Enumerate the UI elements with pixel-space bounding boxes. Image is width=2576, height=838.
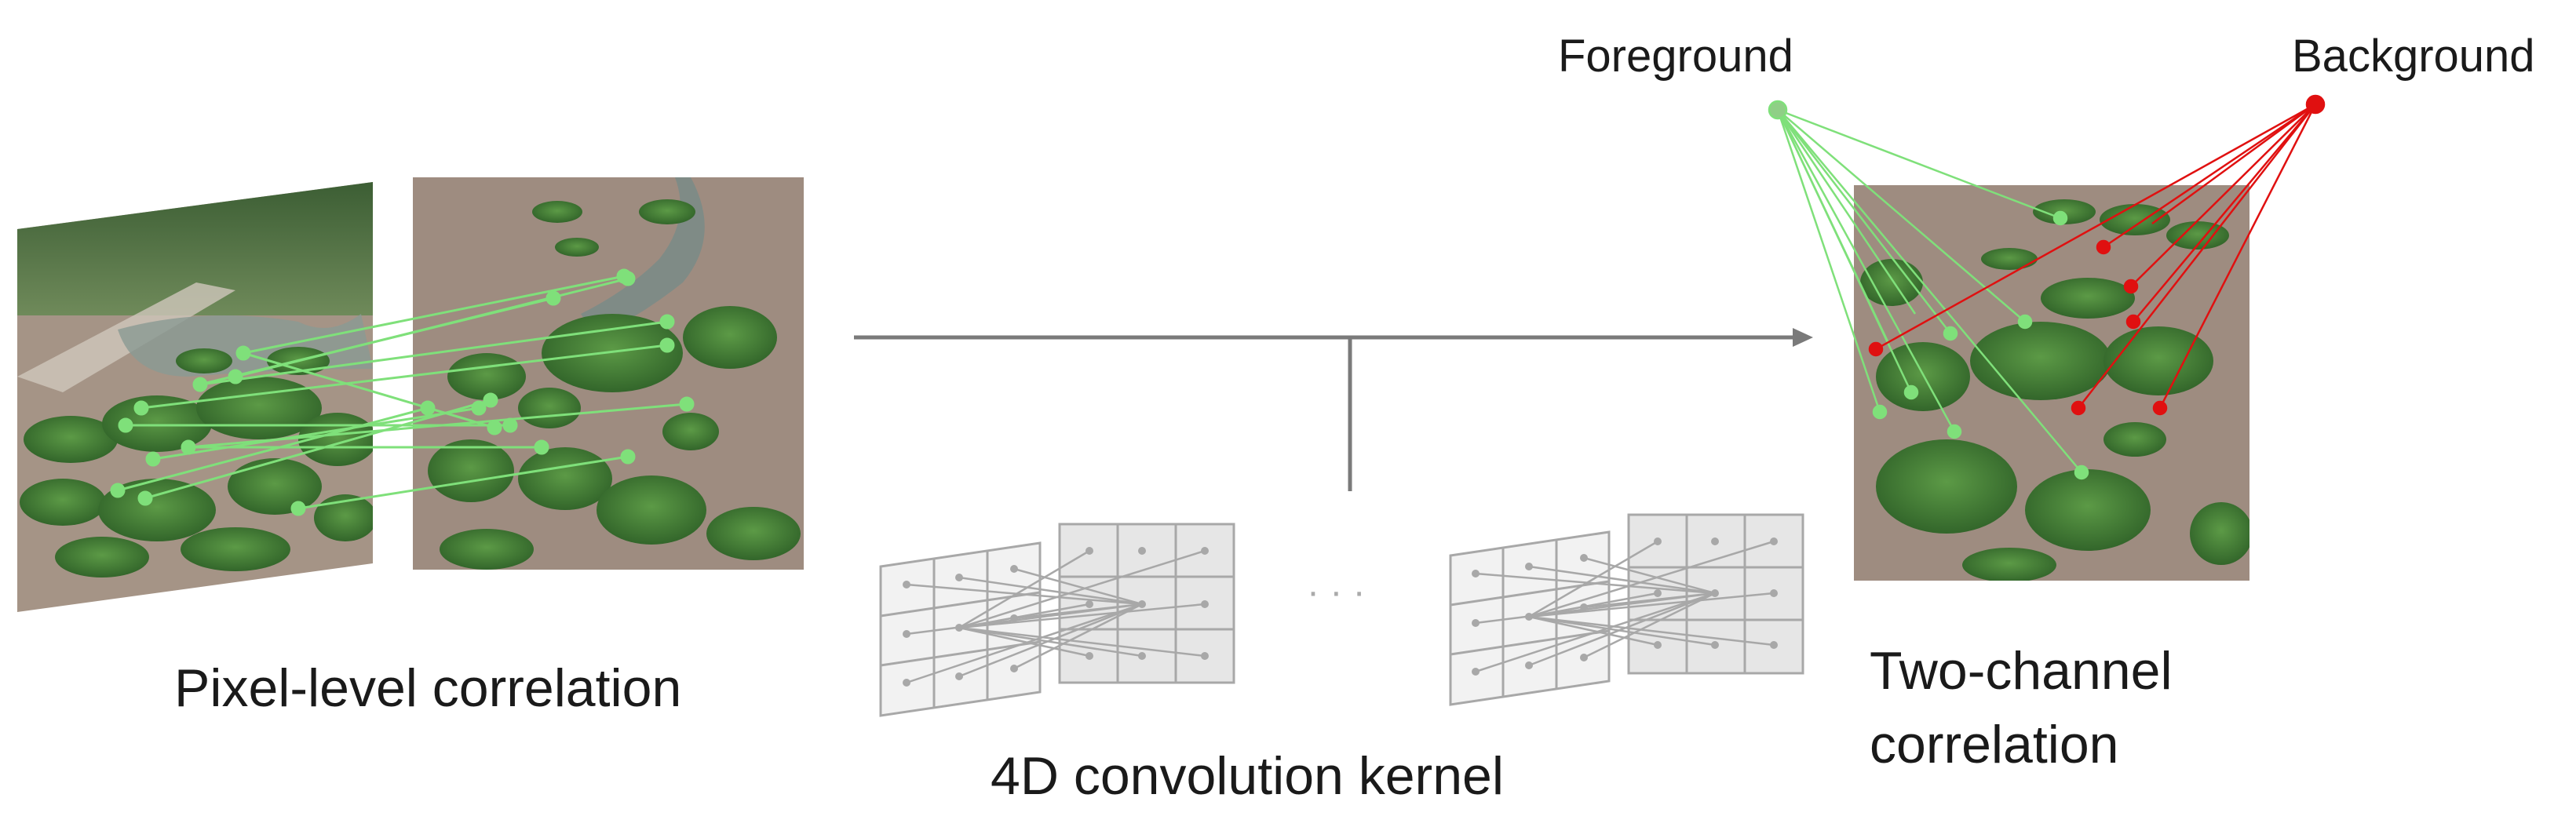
foreground-matches	[1768, 100, 2089, 480]
grid-kernel-icon	[1449, 513, 1804, 706]
pixel-level-correlation-label: Pixel-level correlation	[174, 658, 682, 718]
pixel-correlation-matches	[110, 268, 695, 516]
two-channel-correlation-label: Two-channel correlation	[1870, 641, 2173, 774]
left-aerial-image	[17, 182, 373, 612]
background-label: Background	[2292, 31, 2535, 82]
right-arrow-icon	[854, 328, 1813, 491]
ellipsis-text: · · ·	[1307, 571, 1366, 613]
right-aerial-image	[1854, 185, 2249, 581]
middle-aerial-image	[413, 177, 804, 570]
grid-kernel-icon	[879, 523, 1235, 717]
4d-convolution-kernel-label: 4D convolution kernel	[991, 746, 1504, 806]
foreground-label: Foreground	[1558, 31, 1793, 82]
background-matches	[1868, 94, 2326, 416]
